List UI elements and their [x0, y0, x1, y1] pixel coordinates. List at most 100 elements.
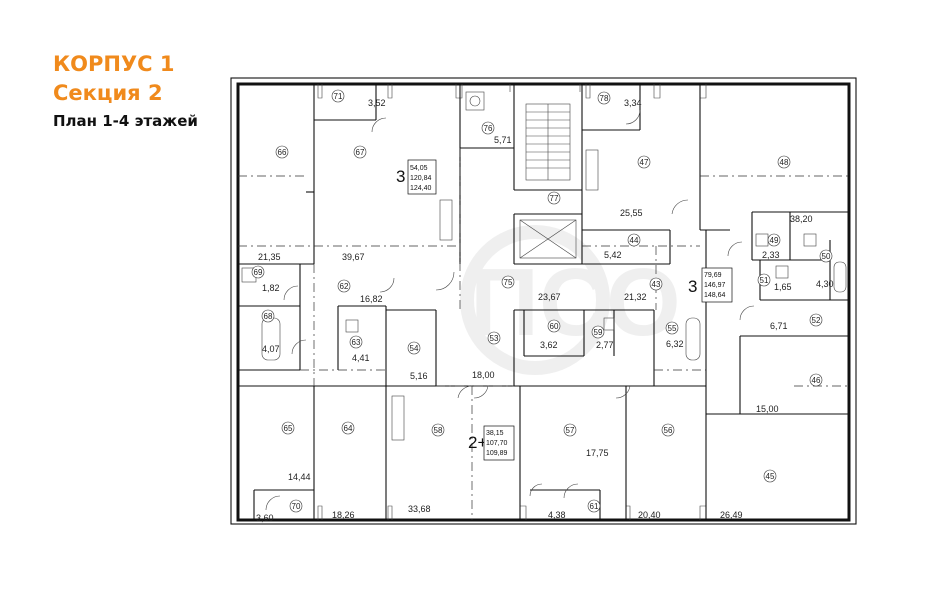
watermark: ПСО	[460, 225, 681, 375]
svg-text:43: 43	[652, 280, 661, 289]
room-label: 77	[547, 191, 561, 205]
room-area: 15,00	[756, 404, 779, 414]
room-area: 5,71	[494, 135, 512, 145]
svg-text:71: 71	[334, 92, 343, 101]
stairwell	[525, 103, 571, 181]
room-area: 26,49	[720, 510, 743, 520]
flat-info-1: 3 54,05 120,84 124,40	[396, 159, 437, 195]
room-area: 1,82	[262, 283, 280, 293]
svg-text:ПСО: ПСО	[470, 249, 681, 356]
svg-text:76: 76	[484, 124, 493, 133]
room-label: 60	[547, 319, 561, 333]
svg-text:45: 45	[766, 472, 775, 481]
svg-text:64: 64	[344, 424, 353, 433]
svg-text:79,69: 79,69	[704, 272, 722, 279]
room-area: 18,26	[332, 510, 355, 520]
room-label: 55	[665, 321, 679, 335]
room-area: 18,00	[472, 370, 495, 380]
svg-text:49: 49	[770, 236, 779, 245]
room-label: 69	[251, 265, 265, 279]
room-label: 75	[501, 275, 515, 289]
room-label: 68	[261, 309, 275, 323]
room-label: 56	[661, 423, 675, 437]
room-label: 71	[331, 89, 345, 103]
room-label: 78	[597, 91, 611, 105]
room-area: 17,75	[586, 448, 609, 458]
room-area: 2,33	[762, 250, 780, 260]
room-label: 47	[637, 155, 651, 169]
room-label: 49	[767, 233, 781, 247]
svg-text:48: 48	[780, 158, 789, 167]
svg-text:50: 50	[822, 252, 831, 261]
svg-text:59: 59	[594, 328, 603, 337]
room-label: 64	[341, 421, 355, 435]
room-label: 70	[289, 499, 303, 513]
svg-text:75: 75	[504, 278, 513, 287]
title-block: КОРПУС 1 Секция 2 План 1-4 этажей	[53, 50, 198, 132]
room-label: 46	[809, 373, 823, 387]
room-area: 2,77	[596, 340, 614, 350]
section-title: Секция 2	[53, 81, 163, 105]
svg-text:69: 69	[254, 268, 263, 277]
room-label: 65	[281, 421, 295, 435]
room-area: 6,32	[666, 339, 684, 349]
svg-text:63: 63	[352, 338, 361, 347]
svg-text:70: 70	[292, 502, 301, 511]
room-areas: 21,35 39,67 3,52 5,71 3,34 25,55 38,20 5…	[256, 98, 834, 523]
room-area: 21,35	[258, 252, 281, 262]
svg-text:3: 3	[396, 167, 405, 186]
svg-text:61: 61	[590, 502, 599, 511]
room-area: 4,38	[548, 510, 566, 520]
svg-text:55: 55	[668, 324, 677, 333]
room-area: 5,16	[410, 371, 428, 381]
svg-text:146,97: 146,97	[704, 282, 726, 289]
room-label: 48	[777, 155, 791, 169]
flat-info-2: 3 79,69 146,97 148,64	[688, 267, 733, 303]
room-label: 58	[431, 423, 445, 437]
room-label: 43	[649, 277, 663, 291]
svg-text:52: 52	[812, 316, 821, 325]
room-label: 54	[407, 341, 421, 355]
svg-text:51: 51	[760, 276, 769, 285]
svg-text:47: 47	[640, 158, 649, 167]
svg-text:109,89: 109,89	[486, 450, 508, 457]
svg-text:46: 46	[812, 376, 821, 385]
room-area: 1,65	[774, 282, 792, 292]
room-area: 39,67	[342, 252, 365, 262]
room-area: 16,82	[360, 294, 383, 304]
svg-text:56: 56	[664, 426, 673, 435]
room-area: 5,42	[604, 250, 622, 260]
svg-text:58: 58	[434, 426, 443, 435]
svg-text:62: 62	[340, 282, 349, 291]
doors	[265, 109, 755, 511]
svg-text:65: 65	[284, 424, 293, 433]
room-label: 62	[337, 279, 351, 293]
svg-text:53: 53	[490, 334, 499, 343]
room-area: 3,52	[368, 98, 386, 108]
room-area: 23,67	[538, 292, 561, 302]
flat-info-3: 2+ 38,15 107,70 109,89	[468, 425, 515, 461]
svg-text:57: 57	[566, 426, 575, 435]
svg-text:124,40: 124,40	[410, 185, 432, 192]
room-label: 44	[627, 233, 641, 247]
room-area: 4,30	[816, 279, 834, 289]
room-area: 20,40	[638, 510, 661, 520]
svg-text:60: 60	[550, 322, 559, 331]
elevator-shaft	[519, 219, 577, 259]
room-area: 3,34	[624, 98, 642, 108]
outer-wall	[236, 82, 851, 522]
svg-text:68: 68	[264, 312, 273, 321]
room-area: 33,68	[408, 504, 431, 514]
room-label: 50	[819, 249, 833, 263]
svg-text:3: 3	[688, 277, 697, 296]
svg-text:44: 44	[630, 236, 639, 245]
room-label: 52	[809, 313, 823, 327]
fixtures	[241, 91, 847, 441]
room-area: 4,41	[352, 353, 370, 363]
room-labels: 66 67 71 76 77 78 47 48 44 49 50 69 62 7…	[251, 89, 833, 513]
room-label: 53	[487, 331, 501, 345]
room-area: 3,60	[256, 513, 274, 523]
room-area: 4,07	[262, 344, 280, 354]
room-label: 66	[275, 145, 289, 159]
